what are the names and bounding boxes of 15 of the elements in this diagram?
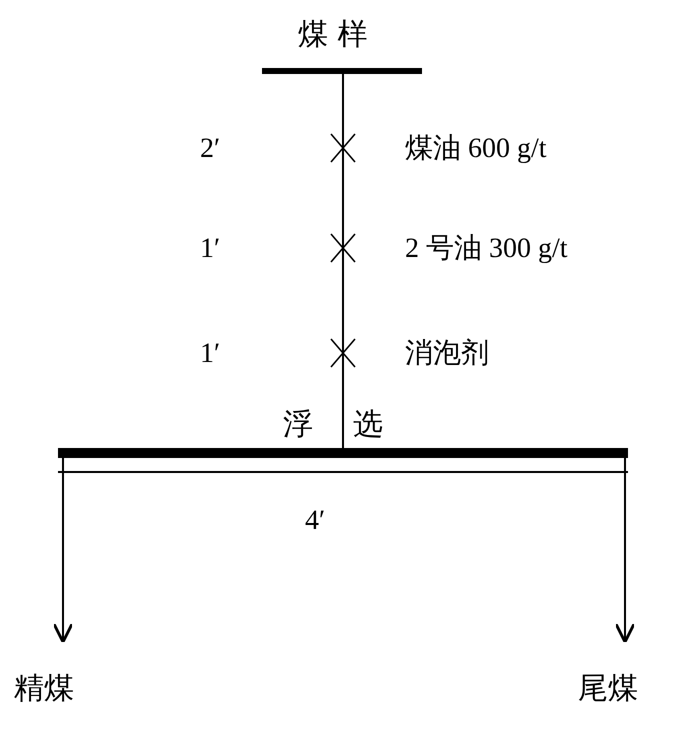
time-label: 2′ bbox=[200, 133, 220, 165]
feed-label: 煤 样 bbox=[298, 18, 368, 52]
product-label: 尾煤 bbox=[578, 672, 638, 706]
flow-arrow bbox=[52, 458, 74, 644]
reagent-label: 煤油 600 g/t bbox=[405, 133, 547, 165]
reagent-label: 2 号油 300 g/t bbox=[405, 233, 568, 265]
reagent-label: 消泡剂 bbox=[405, 338, 489, 370]
time-label: 4′ bbox=[305, 505, 326, 537]
flow-arrow bbox=[614, 458, 636, 644]
process-label: 选 bbox=[353, 408, 383, 442]
product-label: 精煤 bbox=[14, 672, 74, 706]
time-label: 1′ bbox=[200, 338, 220, 370]
process-label: 浮 bbox=[283, 408, 313, 442]
connector-line bbox=[342, 74, 344, 448]
time-label: 1′ bbox=[200, 233, 220, 265]
